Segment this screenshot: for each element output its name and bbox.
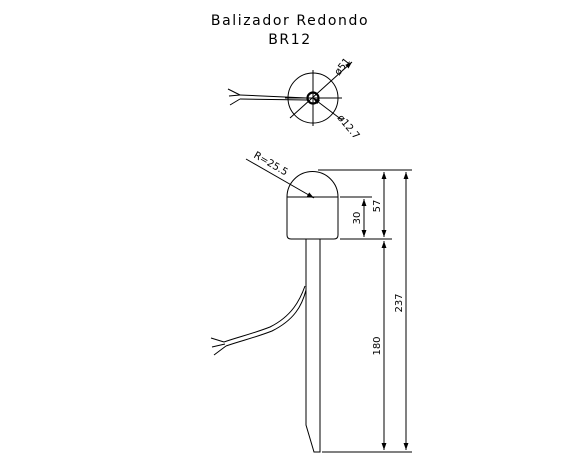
total-height-label: 237 — [394, 293, 405, 312]
cap-band-height-label: 30 — [352, 212, 363, 225]
outer-diameter-leader — [289, 61, 353, 119]
stake — [305, 239, 321, 453]
outer-diameter-label: ø51 — [333, 56, 353, 78]
head-height-label: 57 — [372, 200, 383, 213]
top-view — [227, 61, 353, 126]
title-block: Balizador Redondo BR12 — [0, 12, 580, 50]
model-code: BR12 — [268, 32, 312, 48]
side-view-cable — [223, 285, 307, 347]
side-view — [210, 158, 412, 453]
dome-radius-leader — [245, 158, 315, 199]
top-view-cable — [239, 94, 308, 101]
top-view-cable-split-end — [227, 88, 241, 106]
cap-body — [286, 197, 339, 240]
side-view-cable-split-end — [210, 337, 227, 356]
inner-diameter-leader — [312, 97, 343, 121]
stake-length-label: 180 — [372, 336, 383, 355]
dome-outline — [286, 171, 339, 198]
inner-diameter-label: ø12.7 — [335, 113, 362, 142]
drawing-title: Balizador Redondo — [210, 13, 370, 29]
dome-radius-label: R=25.5 — [252, 150, 290, 178]
